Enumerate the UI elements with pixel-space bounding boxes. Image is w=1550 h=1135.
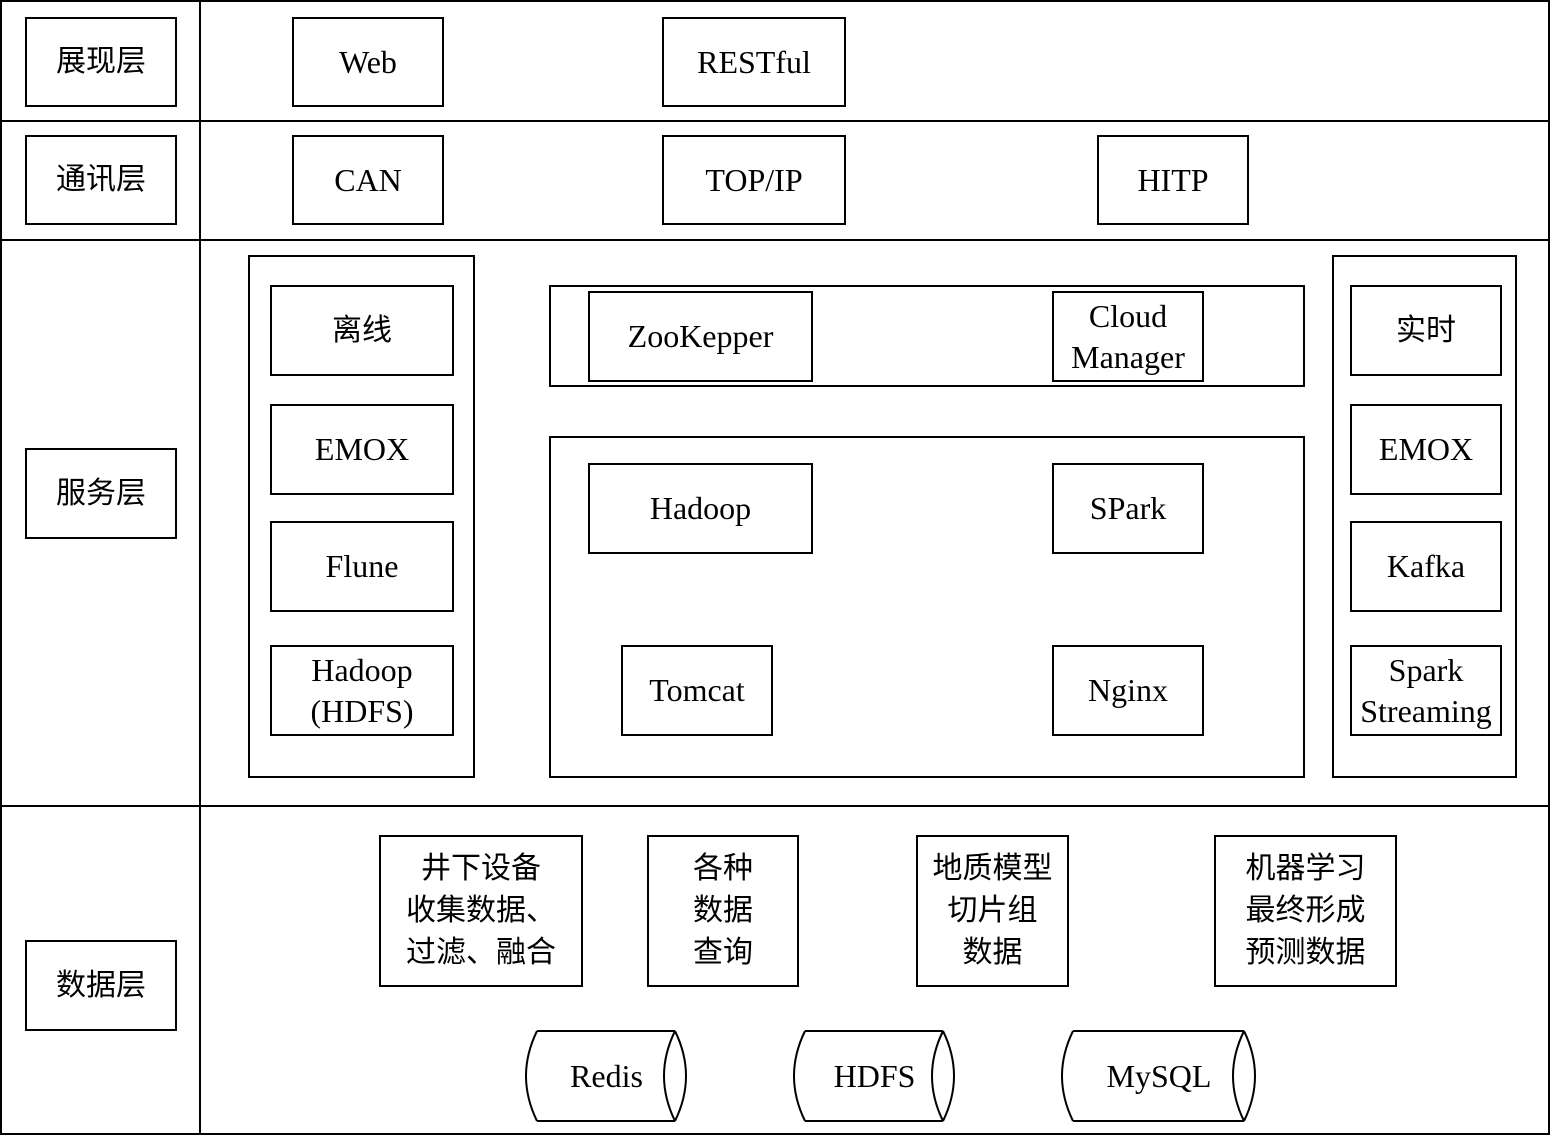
offline-emox-box: EMOX (270, 404, 454, 495)
coordination-group (549, 285, 1305, 387)
kafka-box: Kafka (1350, 521, 1502, 612)
hadoop-box: Hadoop (588, 463, 813, 554)
realtime-emox-box: EMOX (1350, 404, 1502, 495)
row-divider-2 (0, 239, 1550, 241)
row-divider-1 (0, 120, 1550, 122)
hdfs-label: HDFS (833, 1057, 916, 1094)
nginx-box: Nginx (1052, 645, 1204, 736)
web-box: Web (292, 17, 444, 107)
mysql-cylinder-shape (1061, 1030, 1256, 1122)
mysql-label: MySQL (1106, 1057, 1212, 1094)
hdfs-cylinder-shape (793, 1030, 955, 1122)
offline-title-box: 离线 (270, 285, 454, 376)
layer-label-service: 服务层 (25, 448, 177, 539)
tomcat-box: Tomcat (621, 645, 773, 736)
hadoop-hdfs-box: Hadoop (HDFS) (270, 645, 454, 736)
restful-box: RESTful (662, 17, 846, 107)
layer-label-data: 数据层 (25, 940, 177, 1031)
tcpip-box: TOP/IP (662, 135, 846, 225)
core-group (549, 436, 1305, 778)
spark-box: SPark (1052, 463, 1204, 554)
http-box: HITP (1097, 135, 1249, 225)
label-column-divider (199, 0, 201, 1135)
mysql-store: MySQL (1061, 1030, 1257, 1122)
realtime-title-box: 实时 (1350, 285, 1502, 376)
zookeeper-box: ZooKepper (588, 291, 813, 382)
realtime-group (1332, 255, 1517, 778)
spark-streaming-box: Spark Streaming (1350, 645, 1502, 736)
layer-label-presentation: 展现层 (25, 17, 177, 107)
redis-cylinder-shape (525, 1030, 687, 1122)
hdfs-store: HDFS (793, 1030, 956, 1122)
redis-label: Redis (570, 1057, 643, 1094)
geo-model-box: 地质模型 切片组 数据 (916, 835, 1069, 987)
data-query-box: 各种 数据 查询 (647, 835, 799, 987)
ml-prediction-box: 机器学习 最终形成 预测数据 (1214, 835, 1397, 987)
cloud-manager-box: Cloud Manager (1052, 291, 1204, 382)
layer-label-communication: 通讯层 (25, 135, 177, 225)
can-box: CAN (292, 135, 444, 225)
row-divider-3 (0, 805, 1550, 807)
offline-group (248, 255, 475, 778)
device-data-box: 井下设备 收集数据、 过滤、融合 (379, 835, 583, 987)
redis-store: Redis (525, 1030, 688, 1122)
flune-box: Flune (270, 521, 454, 612)
